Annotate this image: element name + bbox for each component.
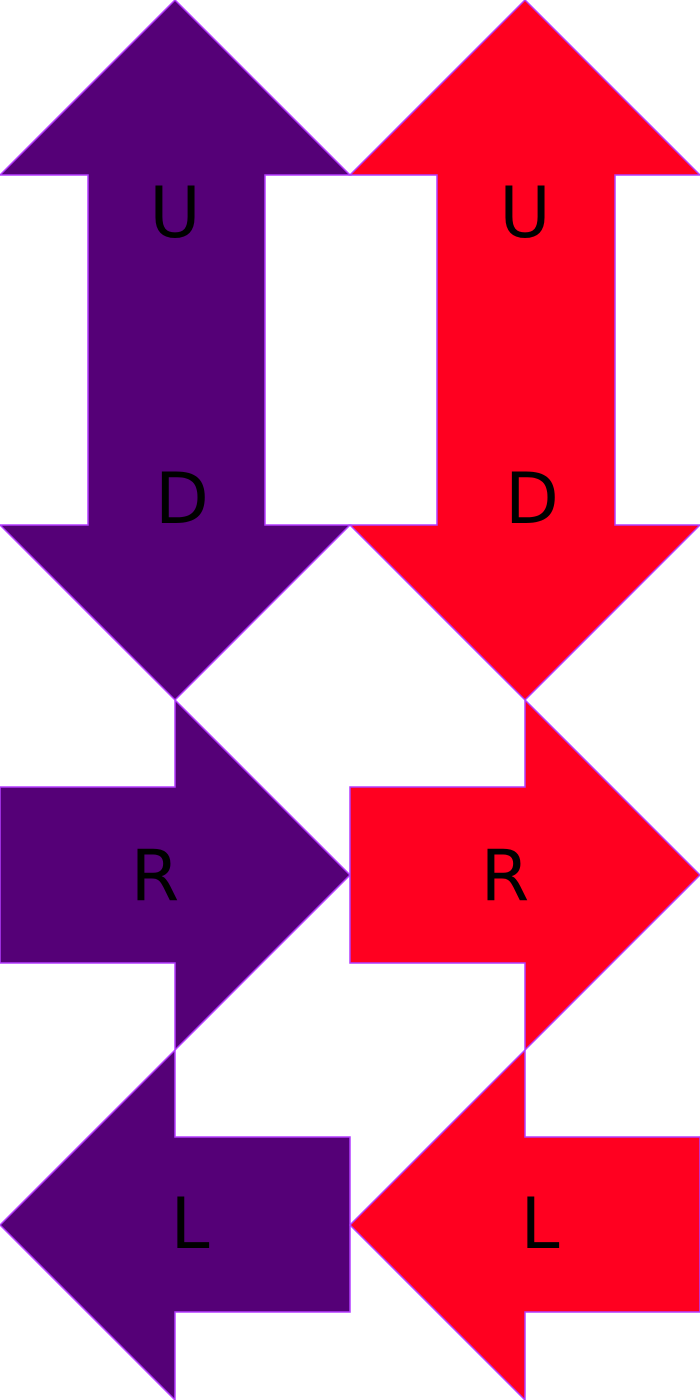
right-arrow-icon [0,698,352,1052]
red-up-label: U [499,172,550,254]
red-right-arrow[interactable]: R [349,698,700,1052]
up-down-arrow-icon [0,0,352,702]
purple-up-label: U [149,172,200,254]
right-arrow-icon [349,698,700,1052]
red-column: U D R L [348,0,700,1400]
purple-left-arrow[interactable]: L [0,1048,351,1400]
up-down-arrow-icon [348,0,700,702]
red-up-down-arrow[interactable]: U D [348,0,700,702]
purple-down-label: D [155,458,209,540]
red-left-label: L [521,1183,560,1265]
red-down-label: D [505,458,559,540]
purple-right-arrow[interactable]: R [0,698,352,1052]
purple-left-label: L [171,1183,210,1265]
purple-column: U D R L [0,0,352,1400]
left-arrow-icon [0,1048,351,1400]
red-right-label: R [481,835,530,917]
left-arrow-icon [348,1048,700,1400]
purple-up-down-arrow[interactable]: U D [0,0,352,702]
purple-right-label: R [131,835,180,917]
red-left-arrow[interactable]: L [348,1048,700,1400]
